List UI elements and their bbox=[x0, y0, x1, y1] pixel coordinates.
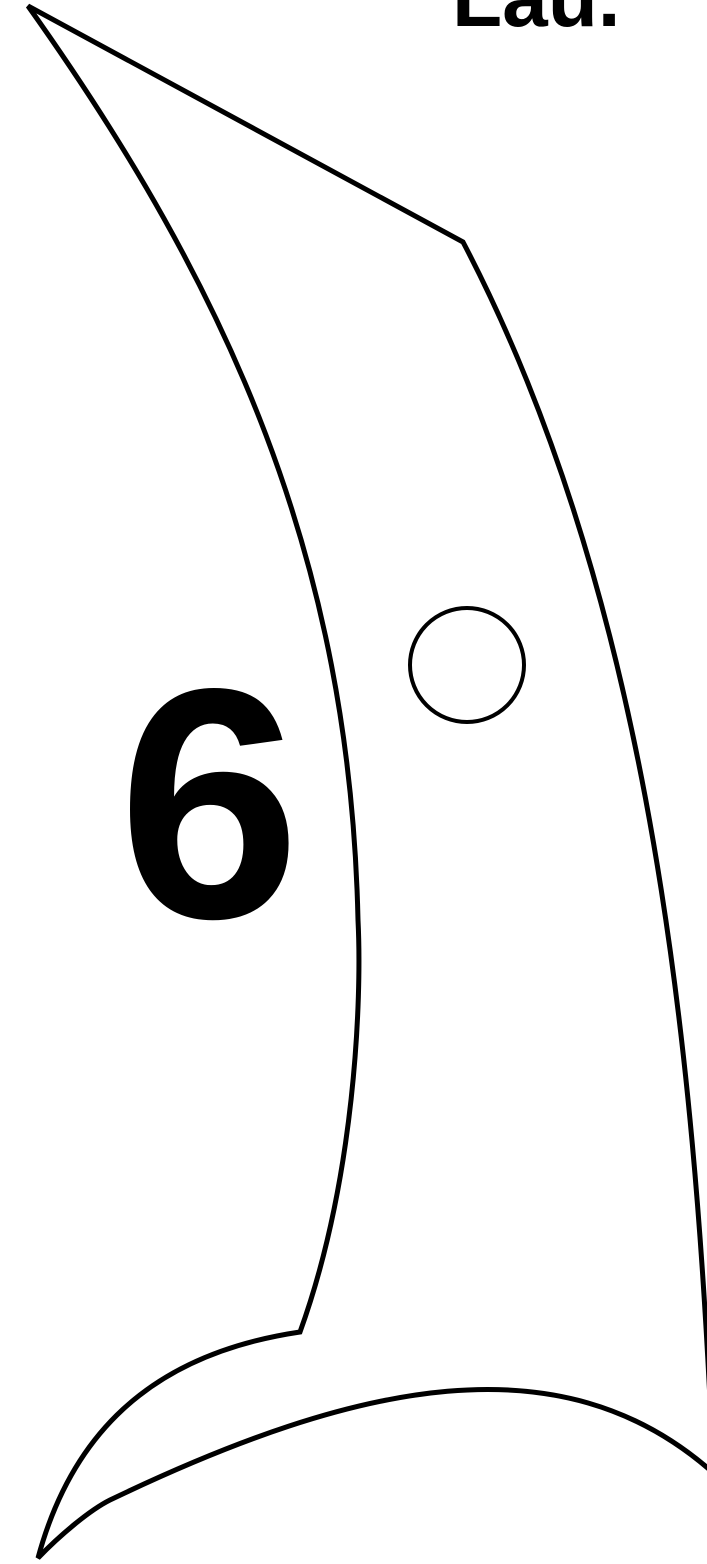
piece-number: 6 bbox=[118, 640, 300, 968]
circle-eye-icon bbox=[410, 608, 524, 722]
partial-label: Lau. bbox=[452, 0, 621, 40]
